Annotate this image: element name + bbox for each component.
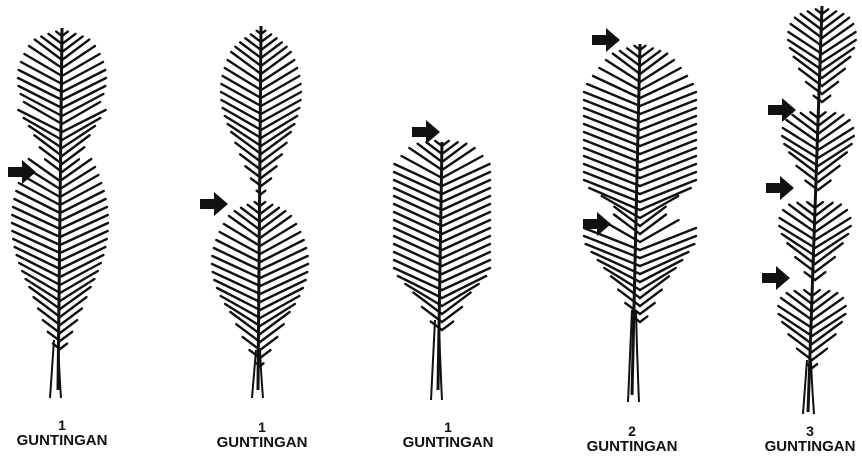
leaflet bbox=[261, 191, 265, 194]
leaflet bbox=[788, 334, 812, 352]
stem-line bbox=[252, 350, 256, 398]
caption-2: 1 GUNTINGAN bbox=[192, 420, 332, 450]
caption-4-label: GUNTINGAN bbox=[562, 439, 702, 455]
caption-5-count: 3 bbox=[740, 424, 862, 439]
caption-1-count: 1 bbox=[0, 418, 132, 433]
leaflet bbox=[62, 36, 83, 52]
caption-4-count: 2 bbox=[562, 424, 702, 439]
caption-5: 3 GUNTINGAN bbox=[740, 424, 862, 454]
caption-3: 1 GUNTINGAN bbox=[378, 420, 518, 450]
leaf-1 bbox=[12, 28, 108, 398]
leaflet bbox=[418, 144, 442, 162]
leaflet bbox=[822, 69, 845, 86]
arrow-right-icon bbox=[768, 98, 796, 122]
leaflet bbox=[38, 309, 60, 325]
leaflet bbox=[442, 322, 453, 330]
stem-line bbox=[431, 320, 435, 400]
arrow-right-icon bbox=[583, 212, 611, 236]
leaflet bbox=[620, 51, 640, 66]
leaflet bbox=[260, 350, 271, 358]
caption-2-count: 1 bbox=[192, 420, 332, 435]
leaflet bbox=[640, 51, 660, 66]
arrow-right-icon bbox=[200, 192, 228, 216]
leaf-2 bbox=[212, 26, 308, 398]
leaflet bbox=[261, 154, 282, 170]
leaflet bbox=[822, 14, 843, 30]
leaflet bbox=[41, 36, 62, 52]
caption-3-label: GUNTINGAN bbox=[378, 435, 518, 451]
leaflet bbox=[640, 290, 662, 306]
leaflet bbox=[62, 147, 84, 164]
stem-line bbox=[50, 340, 54, 398]
stem-line bbox=[636, 310, 639, 402]
leaflet bbox=[812, 334, 836, 352]
leaflet bbox=[442, 144, 466, 162]
leaflet bbox=[60, 332, 72, 341]
caption-4: 2 GUNTINGAN bbox=[562, 424, 702, 454]
leaflet bbox=[261, 42, 282, 58]
caption-2-label: GUNTINGAN bbox=[192, 435, 332, 451]
leaflet bbox=[241, 208, 260, 222]
leaflet bbox=[261, 34, 271, 42]
leaflet bbox=[442, 307, 462, 322]
stem-line bbox=[803, 360, 807, 414]
leaflet bbox=[261, 178, 271, 186]
leaflet bbox=[236, 324, 260, 342]
caption-1: 1 GUNTINGAN bbox=[0, 418, 132, 448]
leaflet bbox=[60, 309, 82, 325]
leaflet bbox=[801, 14, 822, 30]
leaflet bbox=[640, 316, 647, 322]
arrow-right-icon bbox=[766, 176, 794, 200]
leaflet bbox=[812, 364, 817, 368]
leaflet bbox=[240, 42, 261, 58]
leaflet bbox=[815, 272, 825, 280]
leaflet bbox=[822, 96, 830, 102]
caption-5-label: GUNTINGAN bbox=[740, 439, 862, 455]
leaflet bbox=[60, 344, 67, 349]
leaflet bbox=[240, 154, 261, 170]
leaflet bbox=[260, 205, 272, 214]
arrow-right-icon bbox=[762, 266, 790, 290]
arrow-right-icon bbox=[592, 28, 620, 52]
leaflet bbox=[260, 208, 279, 222]
caption-3-count: 1 bbox=[378, 420, 518, 435]
leaf-3 bbox=[394, 141, 490, 400]
leaflet bbox=[618, 290, 640, 306]
leaf-5 bbox=[778, 6, 856, 414]
leaflet bbox=[260, 324, 284, 342]
leaflet bbox=[815, 257, 835, 272]
caption-1-label: GUNTINGAN bbox=[0, 433, 132, 449]
leaflet bbox=[40, 147, 62, 164]
leaflet bbox=[818, 166, 840, 182]
